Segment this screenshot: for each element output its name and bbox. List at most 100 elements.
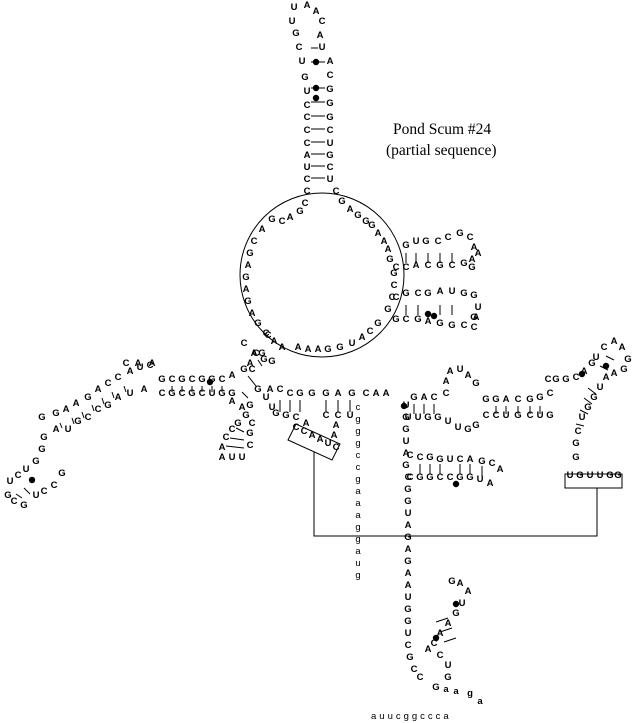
nucleotide: G (336, 342, 343, 353)
nucleotide: G (472, 378, 479, 389)
nucleotide: C (471, 322, 478, 333)
wobble-pair-dot (452, 480, 460, 488)
base-pair-line (23, 487, 31, 495)
nucleotide: C (263, 328, 270, 339)
nucleotide: C (251, 236, 258, 247)
nucleotide: A (249, 308, 256, 319)
nucleotide: C (327, 162, 334, 173)
nucleotide: c (356, 402, 361, 413)
nucleotide: C (415, 288, 422, 299)
nucleotide: G (620, 364, 627, 375)
nucleotide: C (199, 388, 206, 399)
nucleotide: G (614, 470, 621, 481)
nucleotide: U (349, 338, 356, 349)
nucleotide: g (467, 688, 473, 699)
nucleotide: A (619, 342, 626, 353)
nucleotide: G (38, 412, 45, 423)
nucleotide: A (63, 404, 70, 415)
nucleotide: a (477, 696, 483, 707)
nucleotide: C (304, 125, 311, 136)
nucleotide: U (477, 474, 484, 485)
nucleotide: C (301, 426, 308, 437)
nucleotide: G (546, 410, 553, 421)
nucleotide: C (393, 262, 400, 273)
nucleotide: C (493, 410, 500, 421)
nucleotide: U (597, 382, 604, 393)
nucleotide: U (459, 598, 466, 609)
nucleotide: U (449, 286, 456, 297)
nucleotide: U (65, 424, 72, 435)
nucleotide: A (303, 418, 310, 429)
nucleotide: C (51, 480, 58, 491)
nucleotide: C (601, 342, 608, 353)
nucleotide: A (437, 628, 444, 639)
nucleotide: U (447, 454, 454, 465)
nucleotide: A (469, 254, 476, 265)
nucleotide: U (7, 476, 14, 487)
nucleotide: G (104, 400, 111, 411)
base-pair-line (59, 422, 63, 429)
nucleotide: A (487, 478, 494, 489)
nucleotide: U (289, 16, 296, 27)
nucleotide: C (403, 262, 410, 273)
nucleotide: A (443, 376, 450, 387)
nucleotide: G (326, 84, 333, 95)
nucleotide: G (404, 616, 411, 627)
nucleotide: G (404, 604, 411, 615)
nucleotide: G (482, 394, 489, 405)
nucleotide: A (611, 336, 618, 347)
nucleotide: C (547, 388, 554, 399)
nucleotide: C (445, 232, 452, 243)
nucleotide: U (33, 490, 40, 501)
nucleotide: C (304, 174, 311, 185)
nucleotide: G (562, 374, 569, 385)
nucleotide: U (475, 302, 482, 313)
nucleotide: G (448, 576, 455, 587)
wobble-pair-dot (400, 402, 408, 410)
nucleotide: C (411, 664, 418, 675)
nucleotide: A (73, 398, 80, 409)
nucleotide: C (279, 216, 286, 227)
nucleotide: G (436, 260, 443, 271)
nucleotide: C (159, 388, 166, 399)
nucleotide: U (403, 400, 410, 411)
nucleotide: G (4, 490, 11, 501)
nucleotide: G (444, 672, 451, 683)
wobble-pair-dot (452, 600, 460, 608)
nucleotide: G (424, 412, 431, 423)
nucleotide: U (229, 452, 236, 463)
nucleotide: A (385, 244, 392, 255)
nucleotide: G (468, 262, 475, 273)
base-pair-line (111, 391, 115, 399)
nucleotide: G (254, 318, 261, 329)
nucleotide: C (223, 432, 230, 443)
nucleotide: c (356, 450, 361, 461)
nucleotide: C (327, 125, 334, 136)
wobble-pair-dot (312, 58, 320, 66)
base-pair-line (123, 385, 127, 393)
nucleotide: G (326, 150, 333, 161)
nucleotide: A (465, 586, 472, 597)
terminal-3prime-tail: auucggccca (371, 711, 452, 722)
nucleotide: A (335, 388, 342, 399)
nucleotide: G (308, 388, 315, 399)
nucleotide: C (489, 458, 496, 469)
nucleotide: G (472, 420, 479, 431)
nucleotide: U (347, 410, 354, 421)
nucleotide: A (383, 388, 390, 399)
nucleotide: C (277, 384, 284, 395)
nucleotide: G (246, 428, 253, 439)
